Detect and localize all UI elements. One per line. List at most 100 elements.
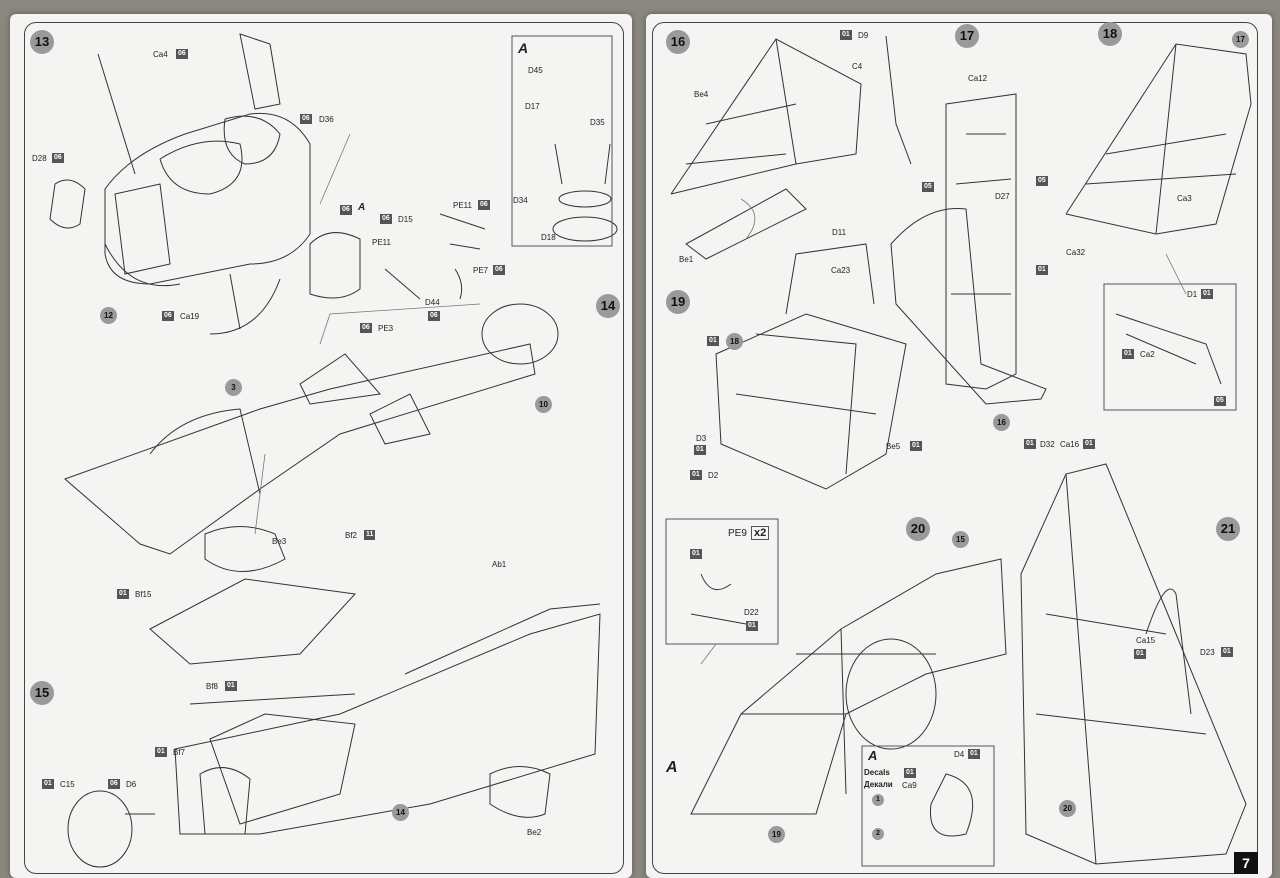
- sprue-tag: 06: [300, 114, 312, 124]
- part-label-ca15: Ca15: [1136, 636, 1156, 645]
- part-label-pe9: PE9: [728, 528, 747, 539]
- sprue-tag: 05: [922, 182, 934, 192]
- subassembly-12-marker: 12: [100, 307, 117, 324]
- part-label-be3: Be3: [272, 537, 287, 546]
- sub-assembly-letter: A: [666, 759, 678, 776]
- left-page-line-art: [49, 33, 618, 868]
- part-label-be2: Be2: [527, 828, 542, 837]
- decals-label-en: Decals: [864, 768, 890, 777]
- decals-label-ru: Декали: [864, 780, 893, 789]
- part-label-c4: C4: [852, 62, 863, 71]
- sprue-tag: 06: [340, 205, 352, 215]
- sprue-tag: 06: [493, 265, 505, 275]
- part-label-be4: Be4: [694, 90, 709, 99]
- sprue-tag: 05: [1214, 396, 1226, 406]
- sprue-tag: 01: [690, 549, 702, 559]
- step-21-badge: 21: [1216, 517, 1240, 541]
- subassembly-3-marker: 3: [225, 379, 242, 396]
- sprue-tag: 01: [694, 445, 706, 455]
- part-label-ca2: Ca2: [1140, 350, 1155, 359]
- part-label-bf7: Bf7: [173, 748, 186, 757]
- step-19-badge: 19: [666, 290, 690, 314]
- left-instruction-page: 13 14 15 12 3 10 14 Ca4 06 D28 06 06 D36…: [10, 14, 632, 878]
- sprue-tag: 01: [910, 441, 922, 451]
- part-label-be5: Be5: [886, 442, 901, 451]
- sprue-tag: 01: [225, 681, 237, 691]
- part-label-ab1: Ab1: [492, 560, 507, 569]
- step-20-badge: 20: [906, 517, 930, 541]
- sprue-tag: 01: [1201, 289, 1213, 299]
- sprue-tag: 06: [176, 49, 188, 59]
- part-label-ca19: Ca19: [180, 312, 200, 321]
- step-18-badge: 18: [1098, 22, 1122, 46]
- part-label-d36: D36: [319, 115, 334, 124]
- step-14-badge: 14: [596, 294, 620, 318]
- part-label-be1: Be1: [679, 255, 694, 264]
- sprue-tag: 01: [707, 336, 719, 346]
- sprue-tag: 06: [380, 214, 392, 224]
- part-label-d34: D34: [513, 196, 528, 205]
- sub-assembly-letter: A: [868, 748, 878, 763]
- part-label-d44: D44: [425, 298, 440, 307]
- part-label-ca23: Ca23: [831, 266, 851, 275]
- sprue-tag: 06: [52, 153, 64, 163]
- sprue-tag: 01: [904, 768, 916, 778]
- part-label-d18: D18: [541, 233, 556, 242]
- subassembly-20-marker: 20: [1059, 800, 1076, 817]
- decal-number-2: 2: [872, 828, 884, 840]
- sprue-tag: 01: [117, 589, 129, 599]
- part-label-d17: D17: [525, 102, 540, 111]
- subassembly-14-marker: 14: [392, 804, 409, 821]
- sprue-tag: 01: [1083, 439, 1095, 449]
- part-label-d45: D45: [528, 66, 543, 75]
- part-label-d35: D35: [590, 118, 605, 127]
- step-15-badge: 15: [30, 681, 54, 705]
- sprue-tag: 01: [968, 749, 980, 759]
- sub-assembly-letter: A: [518, 40, 529, 56]
- sprue-tag: 01: [746, 621, 758, 631]
- step-17-badge: 17: [955, 24, 979, 48]
- sprue-tag: 01: [1221, 647, 1233, 657]
- part-label-bf2: Bf2: [345, 531, 358, 540]
- part-label-d2: D2: [708, 471, 719, 480]
- quantity-multiplier: x2: [751, 526, 770, 540]
- decal-number-1: 1: [872, 794, 884, 806]
- subassembly-15-marker: 15: [952, 531, 969, 548]
- right-page-frame: [652, 22, 1258, 874]
- part-label-d6: D6: [126, 780, 137, 789]
- part-label-ca16: Ca16: [1060, 440, 1080, 449]
- part-label-d3: D3: [696, 434, 707, 443]
- part-label-c15: C15: [60, 780, 75, 789]
- part-label-d4: D4: [954, 750, 965, 759]
- sprue-tag: 11: [364, 530, 376, 540]
- sprue-tag: 01: [690, 470, 702, 480]
- sprue-tag: 05: [1036, 176, 1048, 186]
- part-label-bf15: Bf15: [135, 590, 152, 599]
- part-label-d27: D27: [995, 192, 1010, 201]
- step-13-badge: 13: [30, 30, 54, 54]
- right-page-line-art: [665, 35, 1252, 867]
- part-label-ca32: Ca32: [1066, 248, 1086, 257]
- part-label-ca9: Ca9: [902, 781, 917, 790]
- page-number: 7: [1234, 852, 1258, 874]
- sprue-tag: 06: [108, 779, 120, 789]
- subassembly-17-marker: 17: [1232, 31, 1249, 48]
- subassembly-19-marker: 19: [768, 826, 785, 843]
- subassembly-18-marker: 18: [726, 333, 743, 350]
- sprue-tag: 06: [428, 311, 440, 321]
- subassembly-16-marker: 16: [993, 414, 1010, 431]
- part-label-pe7: PE7: [473, 266, 489, 275]
- part-label-pe11: PE11: [372, 238, 391, 247]
- part-label-d9: D9: [858, 31, 869, 40]
- step-16-badge: 16: [666, 30, 690, 54]
- part-label-ca3: Ca3: [1177, 194, 1192, 203]
- sprue-tag: 01: [155, 747, 167, 757]
- part-label-pe3: PE3: [378, 324, 394, 333]
- sprue-tag: 01: [840, 30, 852, 40]
- part-label-d15: D15: [398, 215, 413, 224]
- sub-assembly-letter: A: [358, 202, 366, 213]
- subassembly-10-marker: 10: [535, 396, 552, 413]
- part-label-d1: D1: [1187, 290, 1198, 299]
- sprue-tag: 01: [1122, 349, 1134, 359]
- part-label-ca4: Ca4: [153, 50, 168, 59]
